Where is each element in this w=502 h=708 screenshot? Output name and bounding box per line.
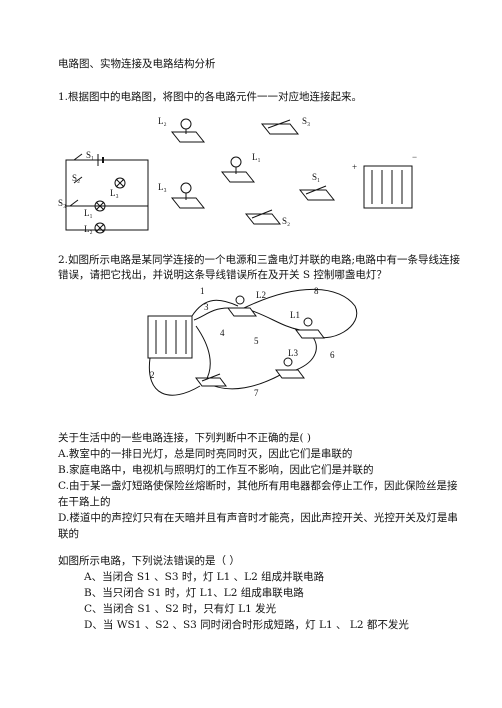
q1-lamp-l3 — [170, 182, 206, 209]
q1-lamp-l1 — [220, 156, 256, 183]
q2-wire-8: 8 — [314, 286, 319, 296]
question-3-option-c-line-2: 在干路上的 — [58, 496, 111, 508]
q1-label-s3: S₃ — [58, 198, 66, 208]
q1-lamp-l3-label: L₃ — [158, 182, 167, 192]
question-1-text: 1.根据图中的电路图，将图中的各电路元件一一对应地连接起来。 — [58, 91, 363, 103]
q1-label-l1: L₁ — [84, 208, 93, 218]
q1-switch-s3 — [260, 119, 300, 135]
page-title: 电路图、实物连接及电路结构分析 — [58, 58, 216, 70]
q1-label-l3: L₃ — [110, 188, 119, 198]
q1-label-l2: L₂ — [84, 224, 93, 234]
q1-schematic — [65, 153, 149, 234]
question-3-intro: 关于生活中的一些电路连接，下列判断中不正确的是( ) — [58, 432, 312, 444]
q1-lamp-l1-label: L₁ — [252, 152, 261, 162]
question-4-option-b: B、当只闭合 S1 时，灯 L1、L2 组成串联电路 — [84, 587, 304, 599]
q2-figure: 1 2 3 4 5 6 7 8 L2 L1 L3 — [147, 286, 358, 398]
q1-lamp-l2 — [170, 118, 206, 143]
q2-lamp-l1-label: L1 — [290, 310, 300, 320]
question-3-option-c-line-1: C.由于某一盏灯短路使保险丝熔断时，其他所有用电器都会停止工作，因此保险丝是接 — [58, 480, 458, 492]
q1-switch-s1-label: S₁ — [312, 172, 320, 182]
question-4-option-d: D、当 WS1 、S2 、S3 同时闭合时形成短路，灯 L1 、 L2 都不发光 — [84, 619, 409, 631]
question-2-line-2: 错误，请把它找出，并说明这条导线错误所在及开关 S 控制哪盏电灯？ — [58, 269, 387, 281]
q2-lamp-l2-label: L2 — [256, 290, 266, 300]
q1-label-s2: S₂ — [72, 173, 80, 183]
q2-wire-4: 4 — [220, 328, 225, 338]
question-4-option-c: C、当闭合 S1 、S2 时，只有灯 L1 发光 — [84, 603, 277, 615]
q2-wire-5: 5 — [254, 336, 259, 346]
question-3-option-a: A.教室中的一排日光灯，总是同时亮同时灭，因此它们是串联的 — [58, 448, 353, 460]
question-3-option-b: B.家庭电路中，电视机与照明灯的工作互不影响，因此它们是并联的 — [58, 464, 374, 476]
q2-wire-7: 7 — [254, 388, 259, 398]
question-4-option-a: A、当闭合 S1 、S3 时，灯 L1 、L2 组成并联电路 — [84, 571, 325, 583]
q1-figure: S₁ S₂ S₃ L₃ L₁ L₂ L₂ S₃ L₁ L₃ S₁ S₂ — [58, 116, 417, 234]
question-2-line-1: 2.如图所示电路是某同学连接的一个电源和三盏电灯并联的电路;电路中有一条导线连接 — [58, 254, 461, 266]
q1-lamp-l2-label: L₂ — [158, 116, 167, 126]
q2-wire-6: 6 — [330, 350, 335, 360]
question-4-intro: 如图所示电路，下列说法错误的是（ ） — [58, 555, 240, 567]
q1-label-s1: S₁ — [86, 150, 94, 160]
q1-switch-s1 — [298, 185, 336, 201]
q2-wire-2: 2 — [150, 370, 155, 380]
question-3-option-d-line-1: D.楼道中的声控灯只有在天暗并且有声音时才能亮，因此声控开关、光控开关及灯是串 — [58, 512, 458, 524]
q2-wire-3: 3 — [204, 302, 209, 312]
q1-switch-s3-label: S₃ — [302, 116, 310, 126]
q1-switch-s2 — [244, 209, 282, 225]
q1-battery-minus: − — [412, 152, 417, 162]
q2-wire-1: 1 — [200, 286, 205, 296]
q1-battery — [363, 165, 413, 209]
question-3-option-d-line-2: 联的 — [58, 528, 79, 540]
q1-switch-s2-label: S₂ — [282, 216, 290, 226]
q1-battery-plus: + — [352, 162, 357, 172]
q2-lamp-l3-label: L3 — [288, 348, 298, 358]
